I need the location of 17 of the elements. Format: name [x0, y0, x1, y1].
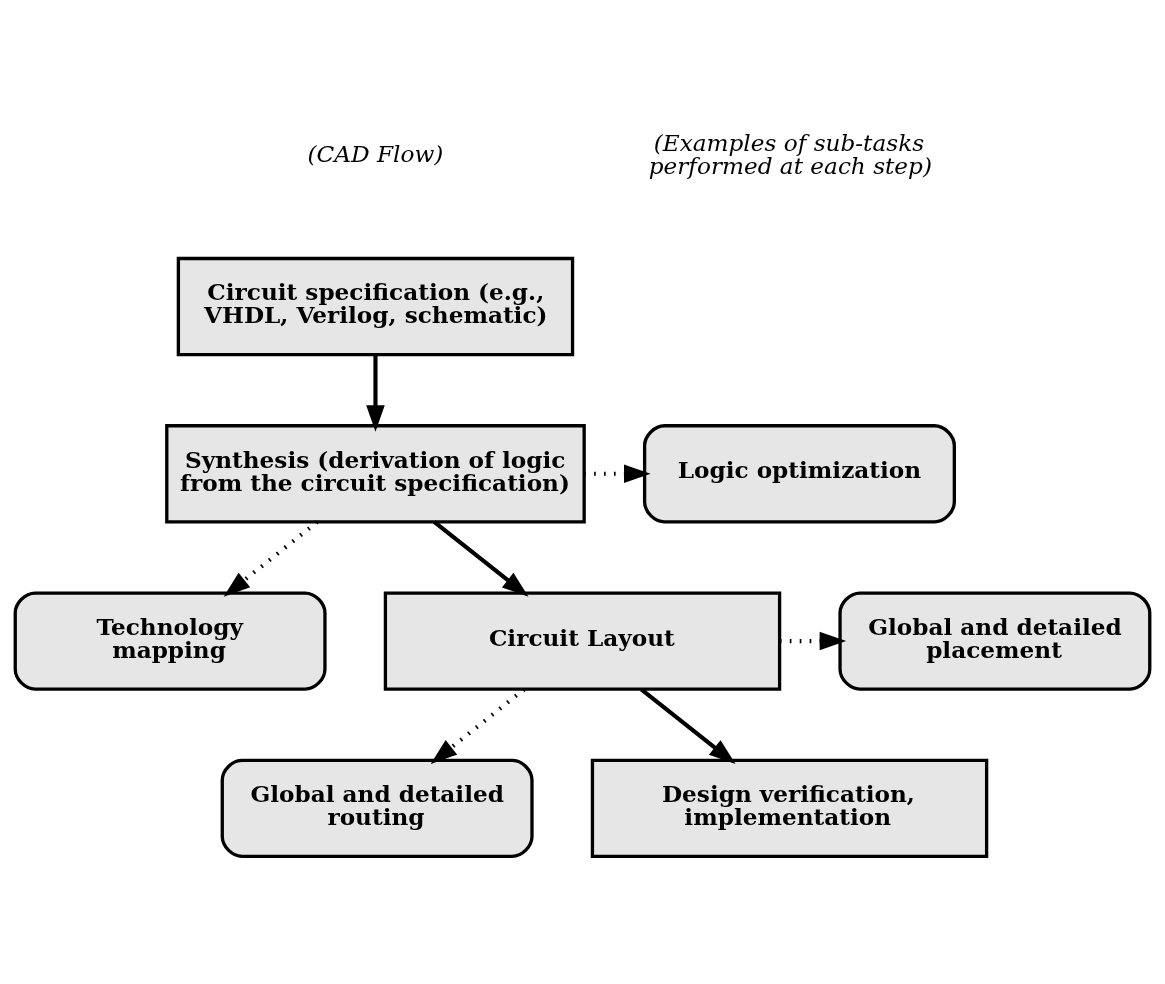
arrow: [584, 464, 651, 484]
node-box: Technology mapping: [13, 591, 327, 691]
node-box: Circuit Layout: [383, 591, 782, 691]
arrow: [640, 687, 736, 764]
node-box: Global and detailed placement: [838, 591, 1152, 691]
arrow: [223, 520, 319, 597]
node-box: Synthesis (derivation of logic from the circuit specification): [165, 424, 586, 524]
arrow: [432, 520, 529, 597]
node-box: Global and detailed routing: [220, 758, 534, 859]
arrow: [366, 354, 385, 432]
node-box: Logic optimization: [642, 424, 956, 524]
arrow: [779, 631, 847, 651]
arrow: [430, 687, 526, 764]
node-box: Design verification, implementation: [590, 758, 989, 859]
label: (Examples of sub-tasks performed at each step): [648, 129, 932, 180]
node-box: Circuit specification (e.g., VHDL, Verilog, schematic): [176, 256, 575, 357]
label: (CAD Flow): [307, 139, 444, 167]
